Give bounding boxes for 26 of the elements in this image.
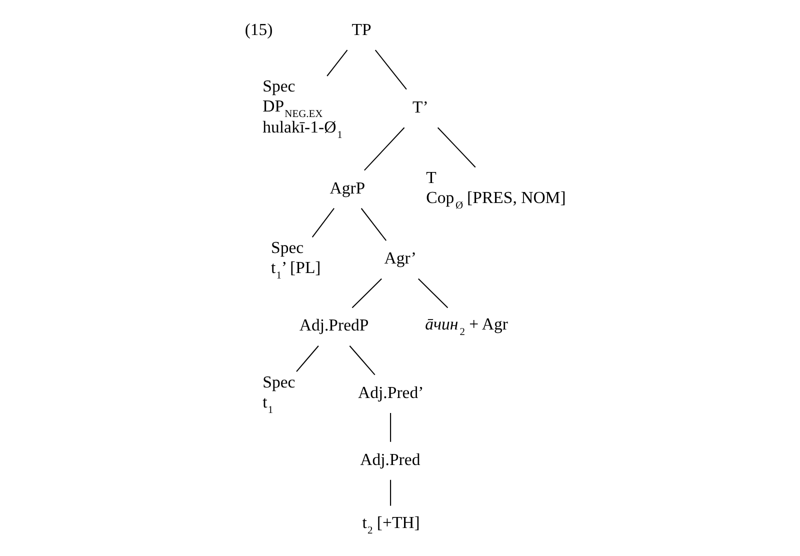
connector (296, 346, 318, 372)
connector (436, 127, 476, 168)
connector (326, 50, 348, 76)
node-text: t$_{2}$ [+TH] (362, 512, 420, 536)
connector (364, 127, 404, 171)
node-text: T Cop$_{Ø}$ [PRES, NOM] (426, 168, 566, 212)
node-text: Spec DP$_{NEG.EX}$ hulakī-1-Ø$_{1}$ (262, 76, 342, 142)
node-text: Adj.Pred’ (358, 382, 424, 402)
node-text: T’ (412, 98, 428, 117)
connector (360, 208, 386, 241)
node-text: Adj.Pred (360, 450, 420, 469)
node-text: āчин$_{2}$ + Agr (424, 314, 508, 338)
connector (348, 346, 375, 376)
label: (15) (244, 20, 272, 40)
connector (390, 480, 391, 506)
node-text: Adj.PredP (298, 316, 368, 335)
connector (351, 278, 382, 308)
node-text: Spec t$_{1}$ (262, 372, 295, 416)
connector (390, 413, 391, 442)
connector (374, 50, 406, 90)
connector (418, 278, 448, 308)
node-text: Agr’ (384, 248, 416, 268)
node-text: AgrP (329, 178, 365, 198)
connector (311, 208, 334, 238)
node-text: TP (351, 20, 371, 40)
node-text: Spec t$_{1}$’ [PL] (270, 238, 320, 282)
